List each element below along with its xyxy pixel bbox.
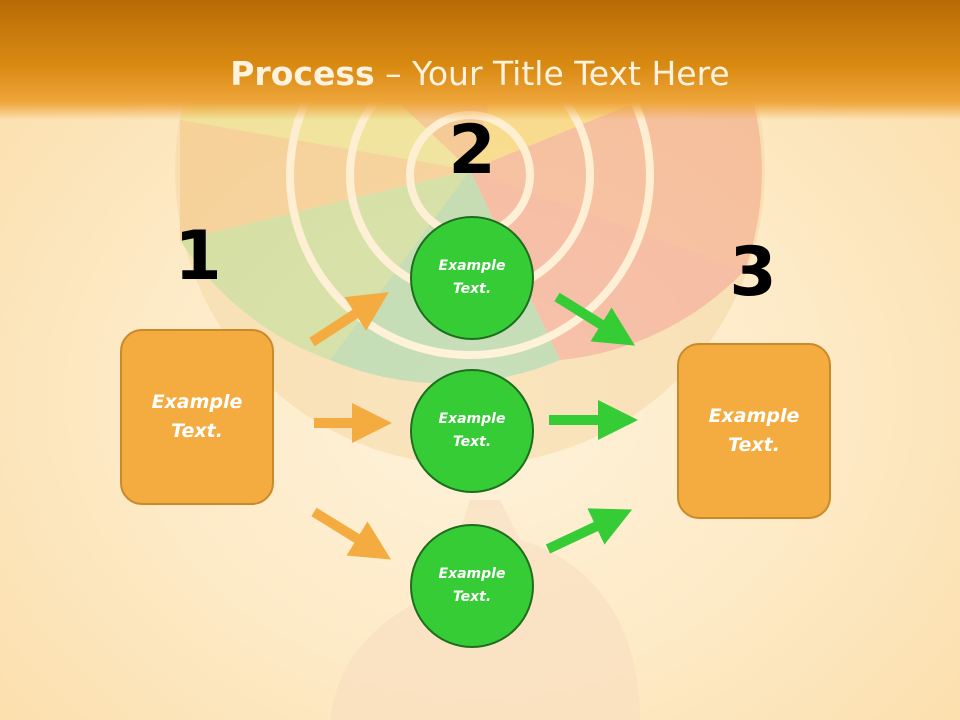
arrow-right-icon — [311, 507, 392, 560]
title-rest: – Your Title Text Here — [374, 54, 730, 93]
circle-middle[interactable]: Example Text. — [410, 369, 534, 493]
left-text-box[interactable]: Example Text. — [120, 329, 274, 505]
right-text-box[interactable]: Example Text. — [677, 343, 831, 519]
right-box-text: Example Text. — [708, 405, 800, 456]
arrow-right-icon — [545, 508, 633, 554]
arrow-right-icon — [309, 292, 389, 347]
circle-bottom[interactable]: Example Text. — [410, 524, 534, 648]
left-box-text: Example Text. — [151, 391, 243, 442]
arrow-right-icon — [554, 292, 635, 346]
slide-title: Process – Your Title Text Here — [0, 52, 960, 96]
step-number-3: 3 — [729, 233, 777, 312]
circle-top-text: Example Text. — [438, 258, 506, 297]
circle-middle-text: Example Text. — [438, 411, 506, 450]
title-bold: Process — [230, 54, 375, 93]
step-number-2: 2 — [448, 111, 496, 190]
title-bar: Process – Your Title Text Here — [0, 0, 960, 120]
step-number-1: 1 — [174, 217, 222, 296]
circle-bottom-text: Example Text. — [438, 566, 506, 605]
circle-top[interactable]: Example Text. — [410, 216, 534, 340]
